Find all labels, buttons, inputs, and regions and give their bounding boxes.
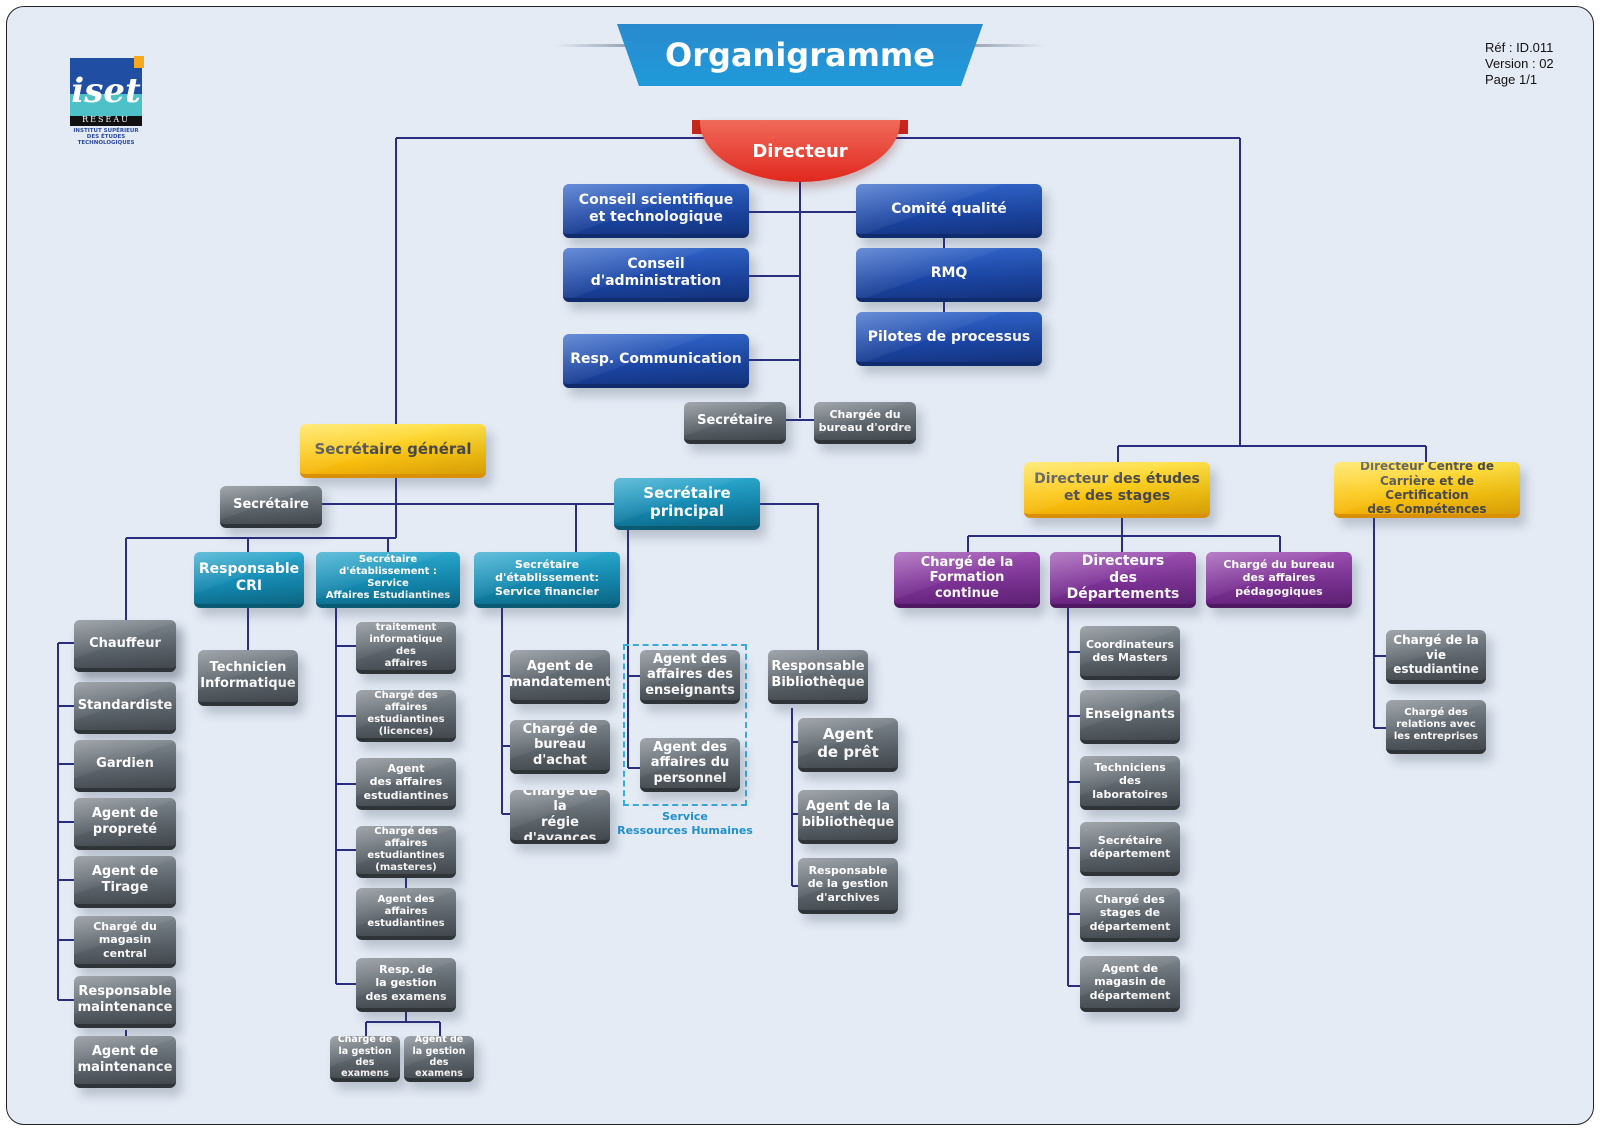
node-advance-office[interactable]: Chargé de la régie d'avances (510, 790, 610, 844)
node-finance-service[interactable]: Secrétaire d'établissement: Service fina… (474, 552, 620, 608)
node-dept-internships[interactable]: Chargé des stages de département (1080, 888, 1180, 942)
node-scientific-council[interactable]: Conseil scientifique et technologique (563, 184, 749, 238)
node-purchasing[interactable]: Chargé de bureau d'achat (510, 720, 610, 774)
node-studies-director[interactable]: Directeur des études et des stages (1024, 462, 1210, 518)
ref-page: Page 1/1 (1485, 72, 1538, 87)
node-career-director[interactable]: Directeur Centre de Carrière et de Certi… (1334, 462, 1520, 518)
page-title: Organigramme (617, 24, 983, 86)
node-mandate-agent[interactable]: Agent de mandatement (510, 650, 610, 704)
node-pedagogy-office[interactable]: Chargé du bureau des affaires pédagogiqu… (1206, 552, 1352, 608)
node-principal-secretary[interactable]: Secrétaire principal (614, 478, 760, 530)
node-general-secretary[interactable]: Secrétaire général (300, 424, 486, 478)
logo-network: RESEAU (82, 115, 130, 124)
node-business-relations[interactable]: Chargé des relations avec les entreprise… (1386, 700, 1486, 754)
node-exam-head[interactable]: Resp. de la gestion des examens (356, 958, 456, 1012)
node-sg-secretary[interactable]: Secrétaire (220, 486, 322, 528)
node-switchboard[interactable]: Standardiste (74, 682, 176, 734)
title-tail-left (555, 44, 625, 47)
node-director-secretary[interactable]: Secrétaire (684, 402, 786, 444)
document-reference: Réf : ID.011 Version : 02 Page 1/1 (1485, 40, 1554, 88)
iset-logo: iset RESEAU INSTITUT SUPÉRIEUR DES ÉTUDE… (62, 56, 148, 148)
node-communication[interactable]: Resp. Communication (563, 334, 749, 388)
node-quality-committee[interactable]: Comité qualité (856, 184, 1042, 238)
ref-id: Réf : ID.011 (1485, 40, 1554, 55)
node-exam-agent[interactable]: Agent de la gestion des examens (404, 1036, 474, 1082)
node-student-affairs-service[interactable]: Secrétaire d'établissement : Service Aff… (316, 552, 460, 608)
node-masters-coordinators[interactable]: Coordinateurs des Masters (1080, 626, 1180, 680)
node-student-agent-2[interactable]: Agent des affaires estudiantines (356, 888, 456, 940)
node-guard[interactable]: Gardien (74, 740, 176, 792)
node-loan-agent[interactable]: Agent de prêt (798, 718, 898, 772)
node-student-agent-1[interactable]: Agent des affaires estudiantines (356, 758, 456, 810)
ref-version: Version : 02 (1485, 56, 1554, 71)
iset-logo-icon: iset (70, 56, 144, 126)
node-admin-council[interactable]: Conseil d'administration (563, 248, 749, 302)
hr-service-group (623, 644, 747, 806)
node-dept-secretary[interactable]: Secrétaire département (1080, 822, 1180, 876)
node-department-directors[interactable]: Directeurs des Départements (1050, 552, 1196, 608)
node-continuing-education[interactable]: Chargé de la Formation continue (894, 552, 1040, 608)
svg-text:iset: iset (71, 71, 141, 111)
node-central-store[interactable]: Chargé du magasin central (74, 916, 176, 968)
node-order-office[interactable]: Chargée du bureau d'ordre (814, 402, 916, 444)
node-lab-technicians[interactable]: Techniciens des laboratoires (1080, 756, 1180, 810)
node-student-it[interactable]: Chargé de traitement informatique des af… (356, 622, 456, 674)
hr-service-label: Service Ressources Humaines (617, 810, 753, 837)
title-tail-right (975, 44, 1045, 47)
node-process-pilots[interactable]: Pilotes de processus (856, 312, 1042, 366)
logo-institution: INSTITUT SUPÉRIEUR DES ÉTUDES TECHNOLOGI… (73, 128, 139, 146)
node-maintenance-agent[interactable]: Agent de maintenance (74, 1036, 176, 1088)
node-dept-store[interactable]: Agent de magasin de département (1080, 956, 1180, 1012)
node-resp-cri[interactable]: Responsable CRI (194, 552, 304, 608)
node-it-technician[interactable]: Technicien Informatique (198, 650, 298, 706)
node-exam-officer[interactable]: Chargé de la gestion des examens (330, 1036, 400, 1082)
node-teachers[interactable]: Enseignants (1080, 690, 1180, 744)
node-teacher-affairs[interactable]: Agent des affaires des enseignants (640, 650, 740, 704)
node-personnel-affairs[interactable]: Agent des affaires du personnel (640, 738, 740, 792)
node-rmq[interactable]: RMQ (856, 248, 1042, 302)
node-printing-agent[interactable]: Agent de Tirage (74, 856, 176, 908)
node-archives-head[interactable]: Responsable de la gestion d'archives (798, 858, 898, 914)
node-student-licences[interactable]: Chargé des affaires estudiantines (licen… (356, 690, 456, 742)
node-cleaning-agent[interactable]: Agent de propreté (74, 798, 176, 850)
node-student-life[interactable]: Chargé de la vie estudiantine (1386, 630, 1486, 684)
node-driver[interactable]: Chauffeur (74, 620, 176, 672)
node-student-masters[interactable]: Chargé des affaires estudiantines (maste… (356, 826, 456, 878)
node-library-agent[interactable]: Agent de la bibliothèque (798, 790, 898, 844)
node-maintenance-head[interactable]: Responsable maintenance (74, 976, 176, 1028)
node-library-head[interactable]: Responsable Bibliothèque (768, 650, 868, 704)
